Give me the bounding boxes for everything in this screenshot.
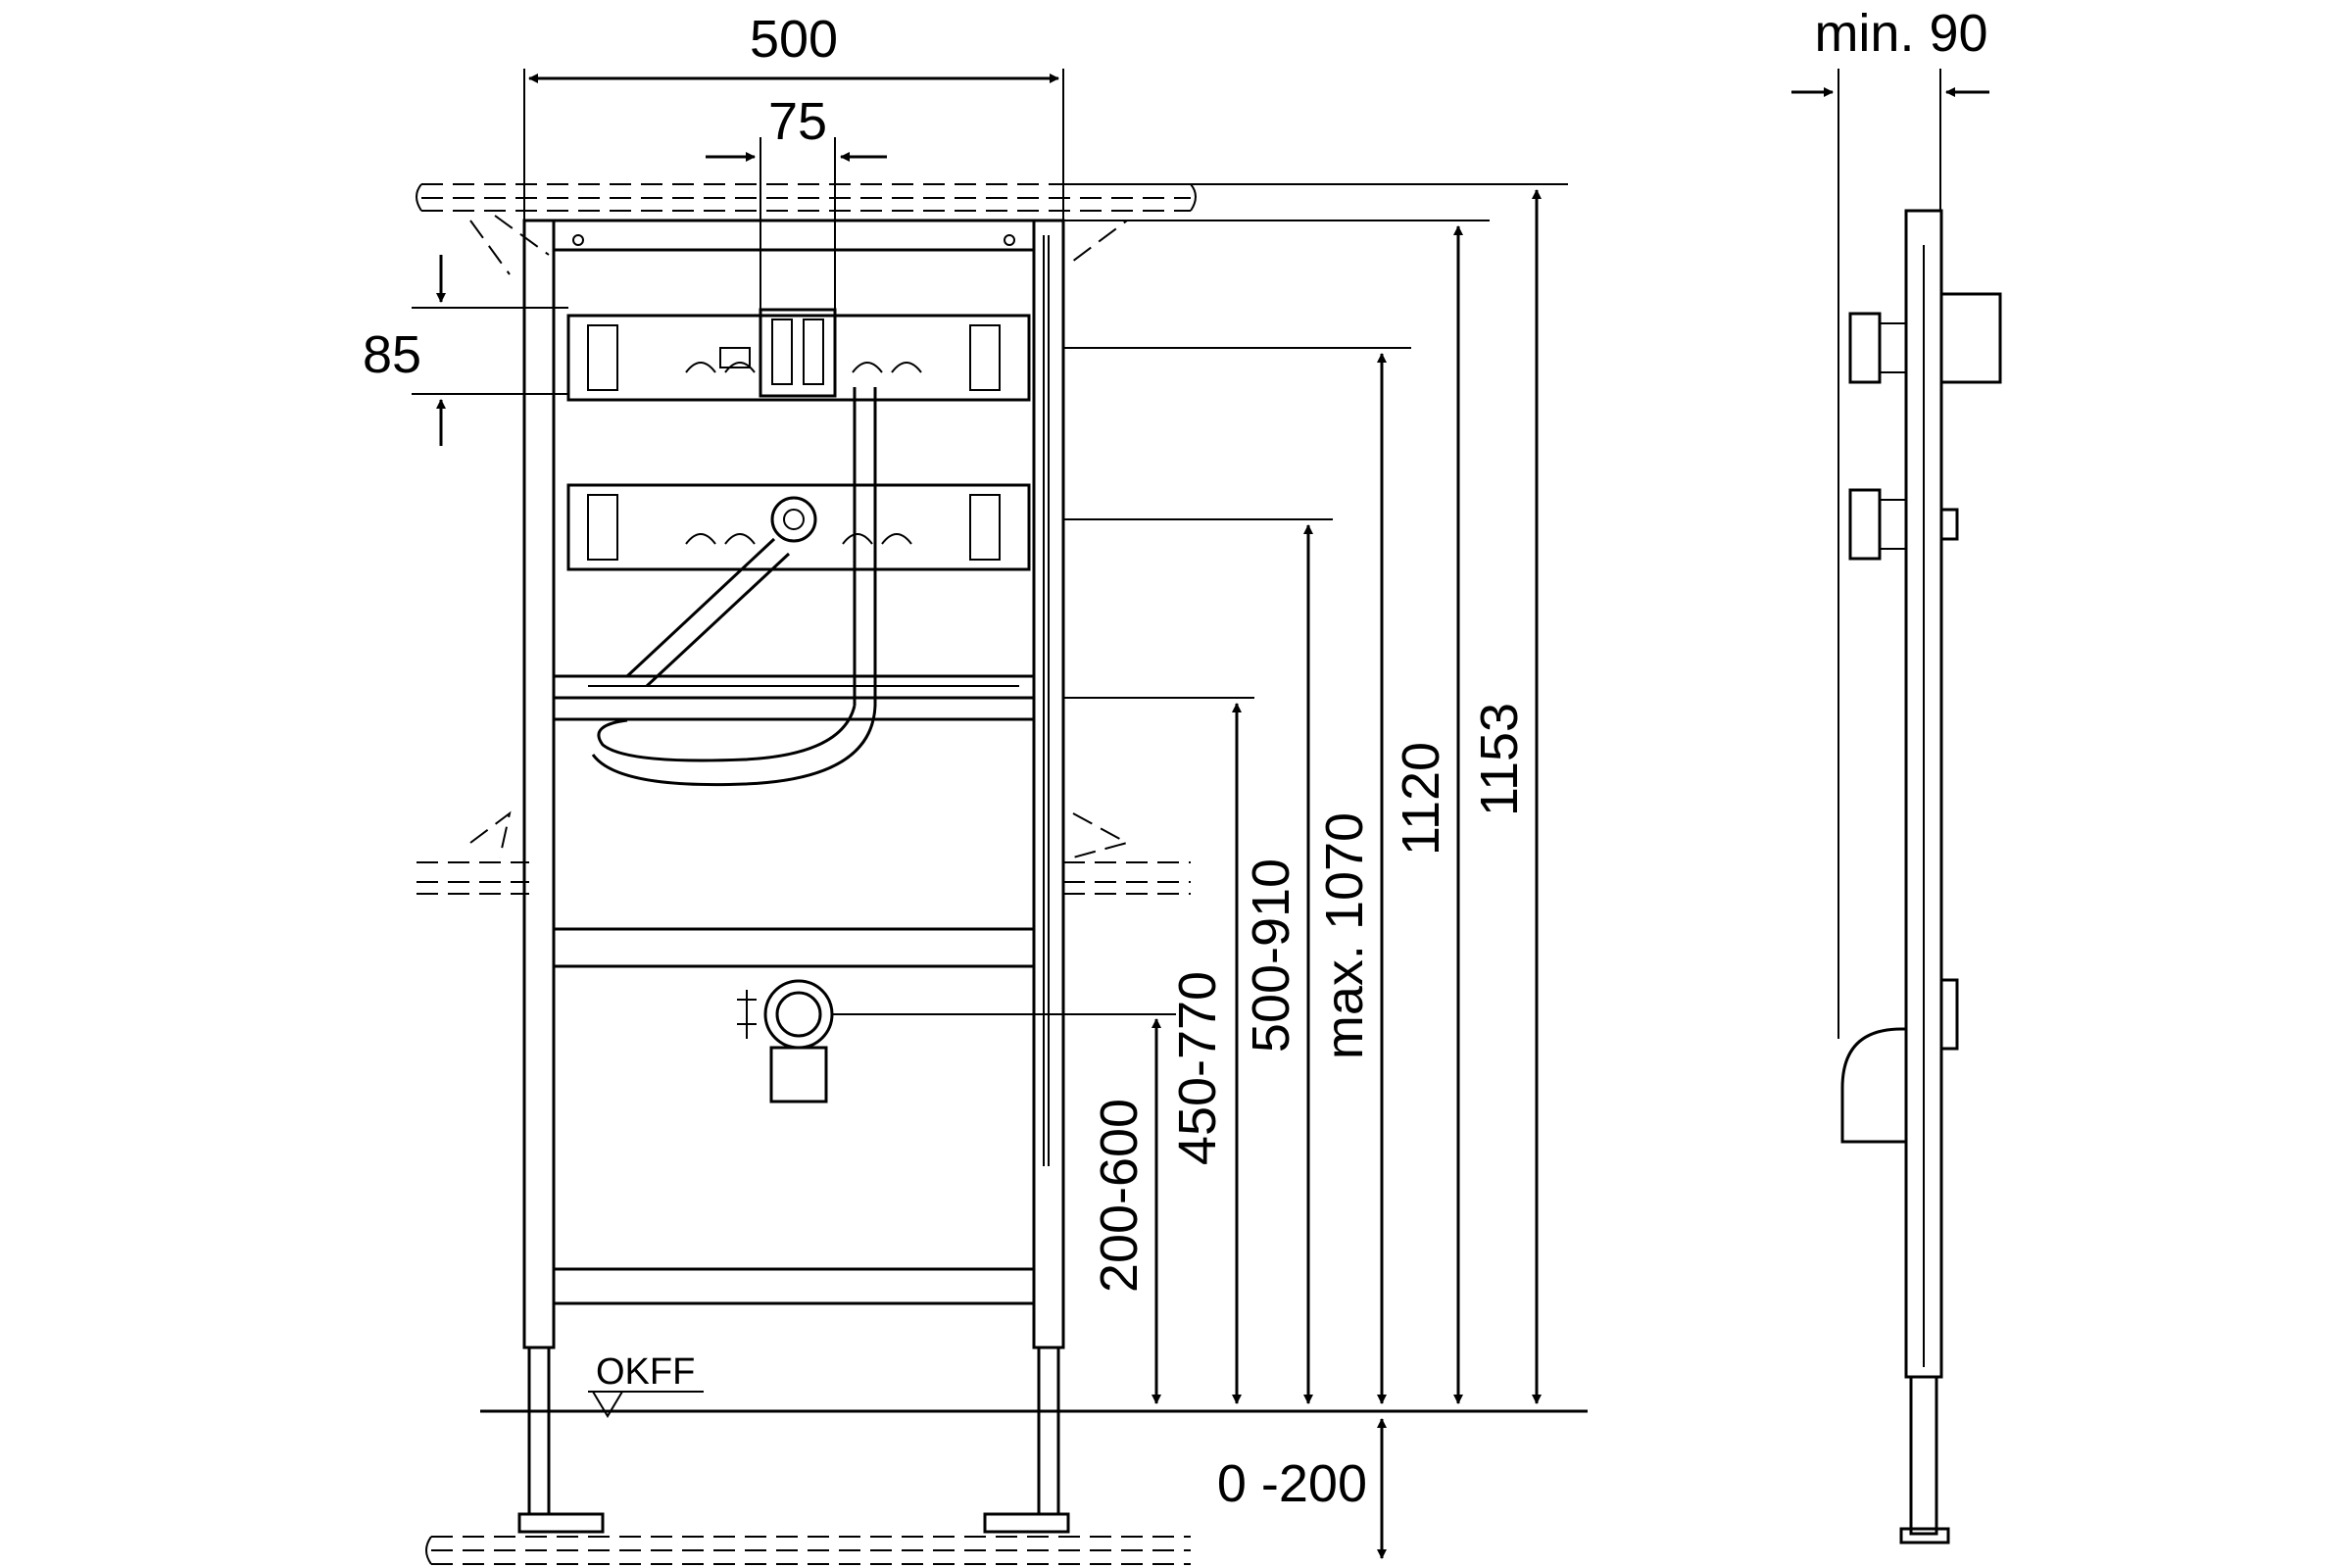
dim-450-770-label: 450-770: [1168, 971, 1227, 1165]
dimension-450-770: 450-770: [1168, 703, 1242, 1404]
dimension-200-600: 200-600: [1090, 1018, 1161, 1404]
mid-wall-dashed: [416, 810, 1191, 895]
floor-level-marker: OKFF: [588, 1351, 704, 1418]
dimension-1153: 1153: [1470, 189, 1542, 1404]
floor-level-label: OKFF: [596, 1351, 695, 1393]
crossbar-middle: [552, 674, 1036, 721]
dim-500-label: 500: [750, 10, 838, 69]
dim-0-200-label: 0 -200: [1217, 1454, 1367, 1513]
dim-1120-label: 1120: [1392, 742, 1450, 856]
ceiling-dashed-lines: [416, 183, 1197, 275]
dimension-500: 500: [523, 10, 1064, 220]
dimension-min-90: min. 90: [1791, 4, 1989, 1039]
dimension-1120: 1120: [1392, 225, 1463, 1404]
crossbar-lower: [552, 927, 1036, 1305]
drain-outlet: [737, 979, 834, 1103]
dim-75-label: 75: [768, 92, 827, 151]
dim-200-600-label: 200-600: [1090, 1099, 1149, 1293]
dim-1153-label: 1153: [1470, 703, 1529, 816]
top-rail: [552, 219, 1036, 252]
front-view: [416, 183, 1197, 1565]
dim-max-1070-label: max. 1070: [1315, 812, 1374, 1059]
dim-min-90-label: min. 90: [1814, 4, 1987, 63]
dimension-max-1070: max. 1070: [1315, 353, 1387, 1404]
dim-500-910-label: 500-910: [1242, 858, 1300, 1053]
pipes: [591, 387, 877, 787]
mounting-plate-lower: [566, 483, 1031, 571]
mounting-plate-upper: [566, 308, 1031, 402]
side-view: min. 90: [1791, 4, 2002, 1544]
floor-dashed-lines: [425, 1536, 1191, 1565]
dim-85-label: 85: [363, 325, 421, 384]
frame-posts: [517, 219, 1070, 1534]
dimension-75: 75: [706, 92, 887, 310]
dimension-0-200: 0 -200: [1217, 1418, 1387, 1559]
dimension-85: 85: [363, 255, 568, 446]
dimension-500-910: 500-910: [1242, 524, 1313, 1404]
reference-lines: [480, 183, 1588, 1413]
